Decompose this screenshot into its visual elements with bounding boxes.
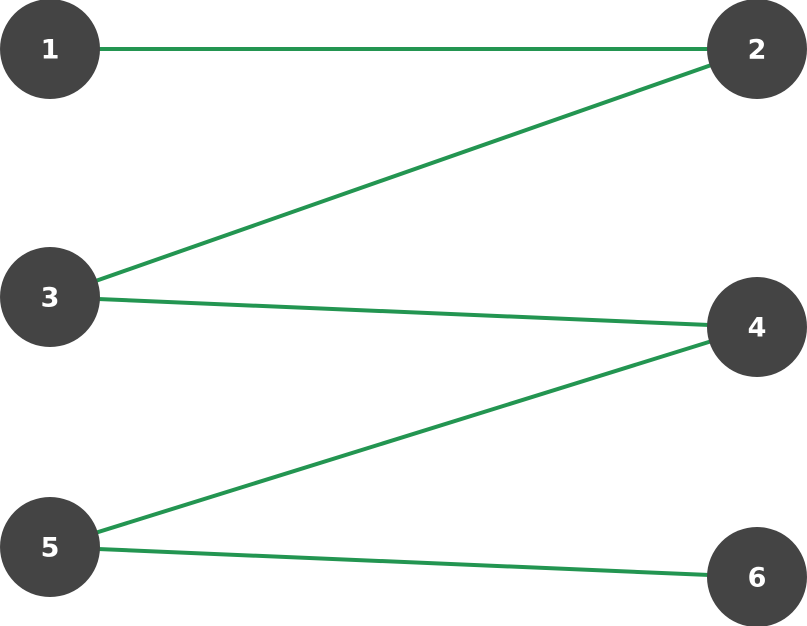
node-circle-5 bbox=[0, 497, 100, 597]
node-label-2: 2 bbox=[748, 35, 767, 66]
node-2: 2 bbox=[707, 0, 807, 99]
edge-5-4 bbox=[49, 325, 758, 549]
node-label-6: 6 bbox=[748, 563, 767, 594]
edges-layer bbox=[49, 47, 758, 579]
node-label-4: 4 bbox=[748, 313, 767, 344]
node-6: 6 bbox=[707, 527, 807, 626]
node-label-3: 3 bbox=[41, 283, 60, 314]
edge-3-2 bbox=[49, 47, 758, 299]
edge-5-6 bbox=[49, 545, 758, 579]
node-circle-1 bbox=[0, 0, 100, 99]
node-1: 1 bbox=[0, 0, 100, 99]
node-5: 5 bbox=[0, 497, 100, 597]
node-label-5: 5 bbox=[41, 533, 60, 564]
node-circle-2 bbox=[707, 0, 807, 99]
node-circle-4 bbox=[707, 277, 807, 377]
node-3: 3 bbox=[0, 247, 100, 347]
node-label-1: 1 bbox=[41, 35, 60, 66]
node-circle-6 bbox=[707, 527, 807, 626]
edge-3-4 bbox=[49, 295, 758, 329]
node-circle-3 bbox=[0, 247, 100, 347]
node-4: 4 bbox=[707, 277, 807, 377]
